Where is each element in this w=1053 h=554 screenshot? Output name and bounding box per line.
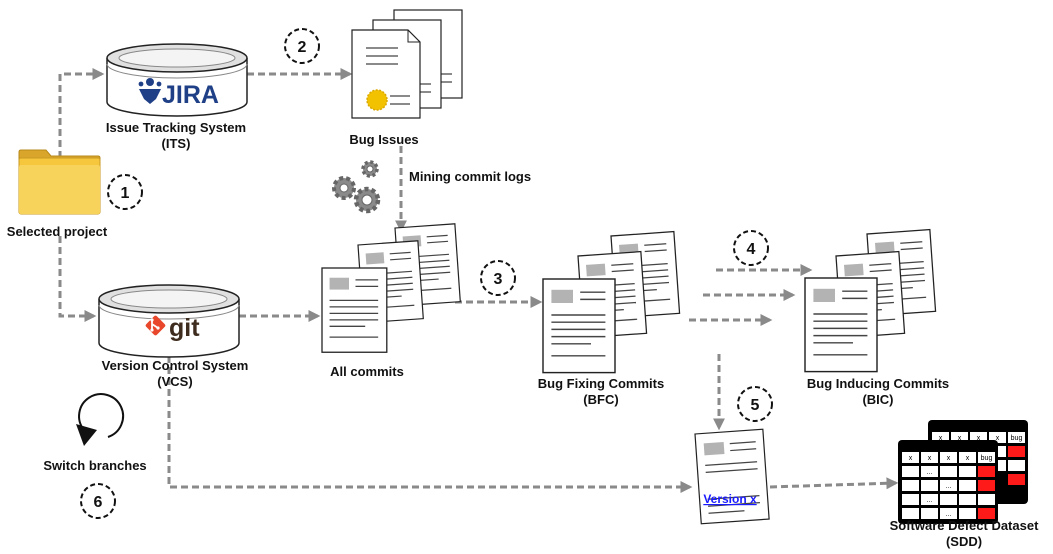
bg-table-header-4: x (996, 435, 1000, 442)
bg-table-header-3: x (977, 435, 981, 442)
step-2-number: 2 (298, 39, 307, 56)
step-5-number: 5 (751, 397, 760, 414)
table-header-1: x (909, 455, 913, 462)
selected-project-label: Selected project (7, 224, 108, 239)
bic-name-label: Bug Inducing Commits (807, 376, 949, 391)
all-commits-label: All commits (330, 364, 404, 379)
vcs-abbr-label: (VCS) (157, 374, 192, 389)
bg-table-header-2: x (958, 435, 962, 442)
version-x-link[interactable]: Version x (703, 492, 757, 506)
table-cell: ... (946, 511, 952, 518)
step-markers: 1 2 3 4 5 6 (80, 28, 773, 519)
table-header-2: x (928, 455, 932, 462)
bug-issues-icon (351, 9, 463, 119)
jira-logo: JIRA (138, 78, 219, 109)
version-doc (694, 428, 770, 525)
git-logo: git (145, 314, 200, 342)
its-name-label: Issue Tracking System (106, 120, 246, 135)
all-commits-docs (321, 223, 461, 353)
step-3-number: 3 (494, 271, 503, 288)
step-1-number: 1 (121, 185, 130, 202)
bic-docs (804, 228, 937, 373)
step-4-number: 4 (747, 241, 756, 258)
bg-table-header-1: x (939, 435, 943, 442)
bfc-abbr-label: (BFC) (583, 392, 618, 407)
arrow-vcs-to-version (167, 345, 693, 493)
step-5: 5 (737, 386, 773, 422)
table-icon: x x x x bug x x x x (898, 420, 1028, 524)
sdd-abbr-label: (SDD) (946, 534, 982, 549)
table-cell: ... (946, 483, 952, 490)
its-abbr-label: (ITS) (162, 136, 191, 151)
step-3: 3 (480, 260, 516, 296)
bug-issues-label: Bug Issues (349, 132, 418, 147)
step-1: 1 (107, 174, 143, 210)
folder-icon (18, 149, 101, 215)
arrow-project-to-vcs (58, 236, 97, 322)
arrows (58, 68, 899, 493)
sdd-name-label: Software Defect Dataset (890, 518, 1039, 533)
step-6: 6 (80, 483, 116, 519)
switch-branches-label: Switch branches (43, 458, 146, 473)
table-header-5: bug (981, 455, 993, 462)
bfc-docs (542, 230, 681, 374)
arrow-project-to-its (58, 68, 105, 158)
cycle-arrow-icon (76, 393, 125, 446)
table-header-3: x (947, 455, 951, 462)
bg-table-header-5: bug (1011, 435, 1023, 442)
gears-icon (332, 160, 381, 214)
jira-logo-text: JIRA (162, 81, 219, 109)
table-cell: ... (927, 469, 933, 476)
bfc-name-label: Bug Fixing Commits (538, 376, 664, 391)
git-logo-text: git (169, 314, 200, 342)
seal-icon (366, 89, 388, 111)
jira-person-icon (138, 78, 162, 104)
mining-commit-logs-label: Mining commit logs (409, 169, 531, 184)
table-header-4: x (966, 455, 970, 462)
vcs-name-label: Version Control System (102, 358, 249, 373)
step-4: 4 (733, 230, 769, 266)
table-cell: ... (927, 497, 933, 504)
bic-abbr-label: (BIC) (862, 392, 893, 407)
arrow-version-to-sdd (769, 477, 899, 490)
step-2: 2 (284, 28, 320, 64)
step-6-number: 6 (94, 494, 103, 511)
